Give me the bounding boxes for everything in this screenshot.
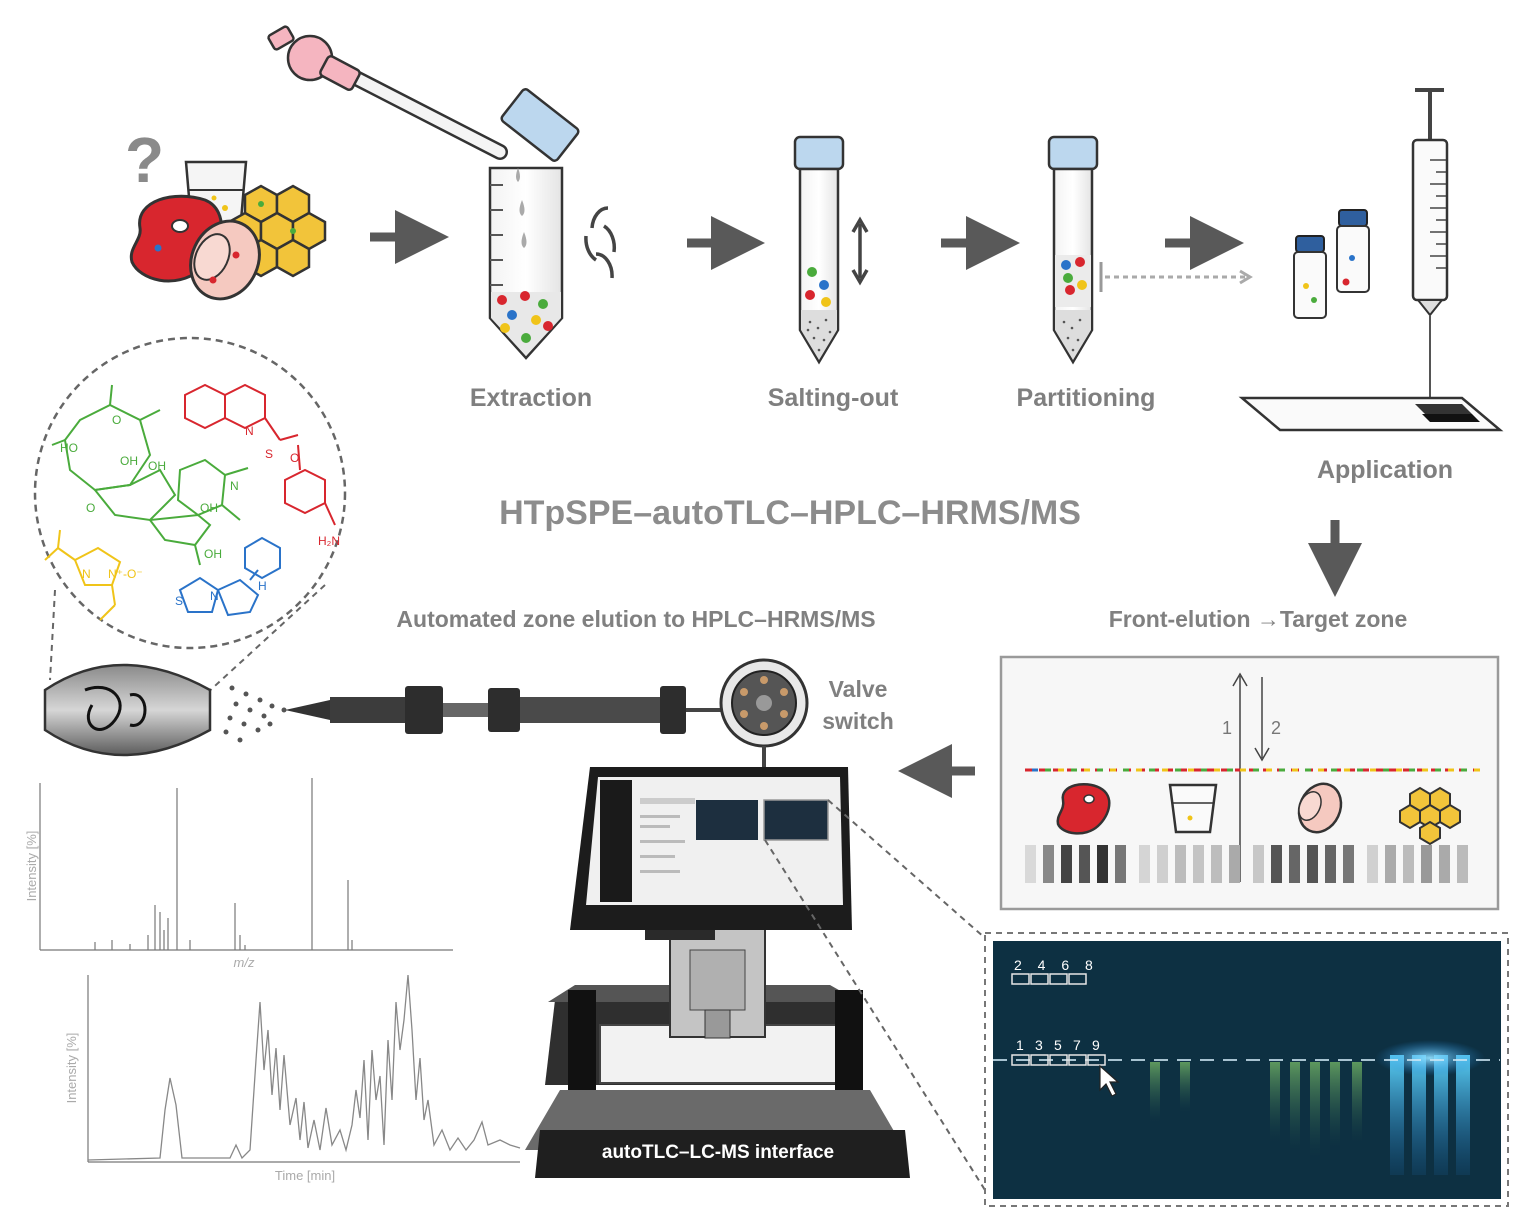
label-front-elution: Front-elution →Target zone	[1109, 606, 1408, 632]
svg-text:HO: HO	[60, 441, 78, 455]
svg-text:OH: OH	[148, 459, 166, 473]
svg-text:9: 9	[1092, 1037, 1100, 1053]
svg-text:3: 3	[1035, 1037, 1043, 1053]
diagram-title: HTpSPE–autoTLC–HPLC–HRMS/MS	[499, 494, 1081, 532]
plate-development-box	[999, 655, 1500, 911]
ms-xlabel: m/z	[234, 955, 255, 970]
ms-ylabel: Intensity [%]	[24, 831, 39, 902]
molecule-structures	[44, 383, 336, 621]
ion-source-icon	[43, 663, 212, 757]
svg-text:H: H	[258, 579, 267, 593]
question-mark: ?	[125, 124, 164, 196]
spray-droplets	[223, 685, 287, 743]
svg-text:N: N	[82, 567, 91, 581]
label-interface: autoTLC–LC-MS interface	[602, 1142, 834, 1163]
uv-plate-image	[984, 932, 1509, 1207]
svg-text:7: 7	[1073, 1037, 1081, 1053]
egg-sample-icon	[189, 219, 261, 301]
zoom-line-plate-right	[827, 799, 986, 939]
vials-icon	[1293, 209, 1370, 319]
autotlc-instrument	[525, 767, 910, 1178]
svg-text:N: N	[230, 479, 239, 493]
partitioning-tube-icon	[1047, 135, 1253, 365]
zoom-line-right	[204, 584, 326, 696]
svg-text:S: S	[265, 447, 273, 461]
ms-spectrum	[39, 778, 453, 951]
salting-out-tube-icon	[793, 135, 869, 365]
chrom-xlabel: Time [min]	[275, 1168, 335, 1183]
zoom-line-plate-left	[764, 839, 991, 1199]
label-partitioning: Partitioning	[1017, 384, 1156, 412]
syringe-icon	[1411, 88, 1449, 398]
svg-text:N: N	[210, 589, 219, 603]
label-salting-out: Salting-out	[768, 384, 899, 412]
svg-text:O: O	[112, 413, 121, 427]
svg-text:1: 1	[1016, 1037, 1024, 1053]
zoom-line-left	[49, 589, 56, 681]
svg-text:N: N	[245, 424, 254, 438]
rotate-icon	[584, 206, 617, 279]
svg-text:OH: OH	[120, 454, 138, 468]
label-valve: Valve	[829, 676, 888, 702]
svg-text:5: 5	[1054, 1037, 1062, 1053]
label-extraction: Extraction	[470, 384, 592, 412]
svg-text:N⁺-O⁻: N⁺-O⁻	[108, 567, 143, 581]
svg-text:OH: OH	[204, 547, 222, 561]
uv-top-numbers: 2 4 6 8	[1014, 957, 1099, 973]
valve-icon	[719, 658, 809, 770]
hplc-column-icon	[285, 686, 725, 734]
chrom-ylabel: Intensity [%]	[64, 1033, 79, 1104]
extraction-tube-icon	[488, 88, 580, 360]
svg-text:O: O	[290, 451, 299, 465]
svg-text:O: O	[86, 501, 95, 515]
label-switch: switch	[822, 708, 894, 734]
uv-bottom-numbers: 1 3 5 7 9	[1016, 1037, 1100, 1053]
svg-text:H₂N: H₂N	[318, 534, 340, 548]
dev-arrow-2-label: 2	[1271, 718, 1281, 738]
svg-text:S: S	[175, 594, 183, 608]
label-automated-elution: Automated zone elution to HPLC–HRMS/MS	[396, 606, 875, 632]
chromatogram	[87, 974, 521, 1163]
pipette-icon	[267, 25, 508, 160]
label-application: Application	[1317, 456, 1453, 484]
svg-text:OH: OH	[200, 501, 218, 515]
magnifier-circle	[33, 336, 347, 650]
tlc-plate-application	[1238, 396, 1504, 432]
dev-arrow-1-label: 1	[1222, 718, 1232, 738]
